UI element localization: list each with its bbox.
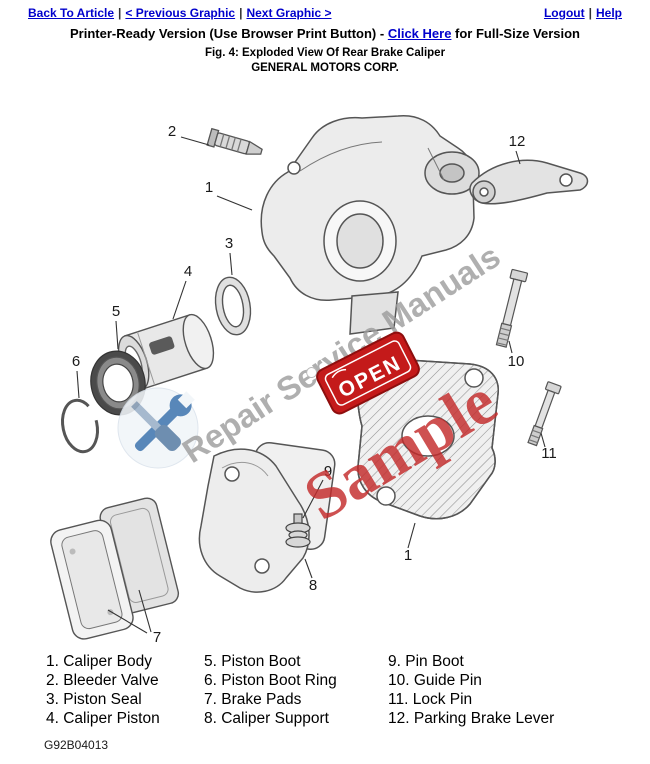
previous-graphic-link[interactable]: < Previous Graphic — [125, 6, 236, 20]
logout-link[interactable]: Logout — [543, 6, 585, 20]
full-size-version-link[interactable]: Click Here — [387, 26, 452, 41]
back-to-article-link[interactable]: Back To Article — [28, 6, 115, 20]
callout-1-top: 1 — [205, 179, 213, 196]
legend-item-12: 12. Parking Brake Lever — [388, 710, 555, 727]
brake-pads-part — [50, 497, 180, 640]
help-link[interactable]: Help — [595, 6, 622, 20]
nav-separator: | — [118, 6, 122, 20]
piston-boot-part — [90, 350, 146, 416]
callout-8: 8 — [309, 577, 317, 594]
caliper-body-assembly-part — [354, 357, 499, 520]
printer-ready-text: Printer-Ready Version (Use Browser Print… — [69, 26, 388, 41]
piston-seal-part — [214, 276, 252, 336]
parking-brake-lever-part — [469, 159, 589, 205]
callout-11: 11 — [541, 445, 557, 462]
exploded-view-diagram: 2 1 12 3 4 5 6 9 10 11 8 1 7 — [0, 76, 650, 650]
legend-column-1: 1. Caliper Body 2. Bleeder Valve 3. Pist… — [46, 652, 204, 728]
callout-labels: 2 1 12 3 4 5 6 9 10 11 8 1 7 — [72, 123, 557, 646]
top-navigation: Back To Article|< Previous Graphic|Next … — [0, 0, 650, 22]
legend-item-8: 8. Caliper Support — [204, 710, 329, 727]
figure-title: Fig. 4: Exploded View Of Rear Brake Cali… — [204, 47, 446, 59]
legend-item-1: 1. Caliper Body — [46, 653, 152, 670]
nav-right-group: Logout|Help — [544, 6, 622, 20]
next-graphic-link[interactable]: Next Graphic > — [246, 6, 332, 20]
callout-9: 9 — [324, 463, 332, 480]
guide-pin-part — [495, 268, 529, 348]
legend-item-2: 2. Bleeder Valve — [46, 672, 159, 689]
legend-item-11: 11. Lock Pin — [388, 691, 473, 708]
legend-item-6: 6. Piston Boot Ring — [204, 672, 337, 689]
caliper-support-part — [198, 441, 336, 593]
callout-3: 3 — [225, 235, 233, 252]
figure-code: G92B04013 — [44, 738, 109, 752]
nav-separator: | — [588, 6, 592, 20]
lock-pin-part — [527, 381, 562, 447]
bleeder-valve-part — [206, 127, 263, 155]
leader-lines — [76, 136, 546, 634]
callout-6: 6 — [72, 353, 80, 370]
pin-boot-part — [285, 513, 311, 548]
legend-item-9: 9. Pin Boot — [388, 653, 464, 670]
legend-column-2: 5. Piston Boot 6. Piston Boot Ring 7. Br… — [204, 652, 388, 728]
callout-5: 5 — [112, 303, 120, 320]
callout-2: 2 — [168, 123, 176, 140]
diagram-svg: 2 1 12 3 4 5 6 9 10 11 8 1 7 — [50, 115, 589, 646]
full-size-suffix-text: for Full-Size Version — [451, 26, 580, 41]
callout-12: 12 — [509, 133, 526, 150]
printer-ready-line: Printer-Ready Version (Use Browser Print… — [0, 26, 650, 41]
callout-7: 7 — [153, 629, 161, 646]
nav-left-group: Back To Article|< Previous Graphic|Next … — [28, 6, 332, 20]
piston-boot-ring-part — [61, 398, 99, 454]
callout-4: 4 — [184, 263, 192, 280]
crossed-tools-icon — [117, 387, 199, 469]
legend-item-5: 5. Piston Boot — [204, 653, 301, 670]
legend-item-3: 3. Piston Seal — [46, 691, 142, 708]
callout-1-bottom: 1 — [404, 547, 412, 564]
legend-column-3: 9. Pin Boot 10. Guide Pin 11. Lock Pin 1… — [388, 652, 554, 728]
callout-10: 10 — [508, 353, 525, 370]
legend-item-7: 7. Brake Pads — [204, 691, 302, 708]
caliper-body-part — [260, 115, 480, 335]
nav-separator: | — [239, 6, 243, 20]
legend-item-10: 10. Guide Pin — [388, 672, 482, 689]
manufacturer-name: GENERAL MOTORS CORP. — [251, 62, 399, 74]
legend-item-4: 4. Caliper Piston — [46, 710, 160, 727]
parts-legend: 1. Caliper Body 2. Bleeder Valve 3. Pist… — [46, 652, 650, 728]
